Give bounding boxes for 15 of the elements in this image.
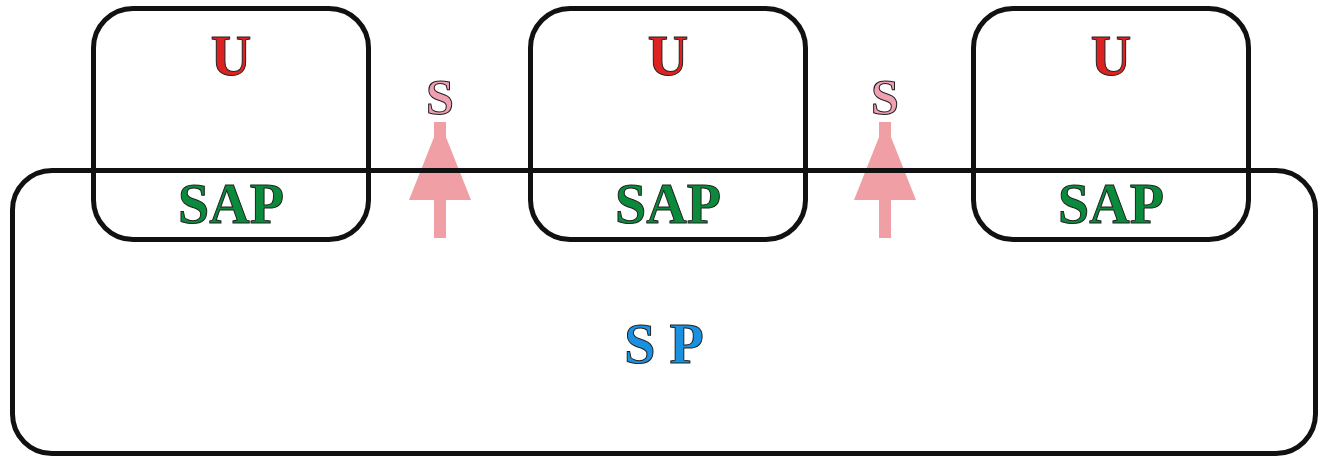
arrow [854, 122, 916, 238]
node-title: U [209, 28, 253, 84]
signal-label: S [425, 72, 455, 122]
node-label: SAP [177, 176, 285, 232]
process-box [528, 6, 808, 242]
node-label: SAP [1057, 176, 1165, 232]
arrow [409, 122, 471, 238]
node-title: U [1089, 28, 1133, 84]
container-box [10, 168, 1318, 456]
process-box [91, 6, 371, 242]
process-box [971, 6, 1251, 242]
node-title: U [646, 28, 690, 84]
node-label: S P [623, 316, 705, 372]
node-label: SAP [614, 176, 722, 232]
signal-label: S [870, 72, 900, 122]
